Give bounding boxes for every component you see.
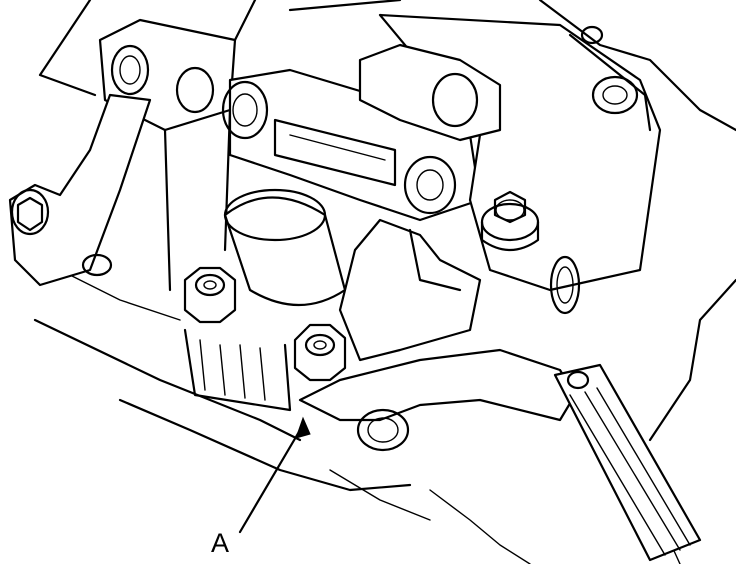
left-rocker-arm	[8, 93, 152, 287]
adjuster-screw-left	[183, 266, 292, 412]
feeler-gauge	[298, 348, 702, 562]
callout-label-a: A	[211, 528, 230, 558]
right-rocker-arm	[338, 218, 482, 362]
center-cam-bridge	[221, 68, 482, 222]
callout-leader-line	[238, 416, 311, 534]
valve-tappet	[223, 188, 347, 306]
right-cam-holder	[358, 13, 662, 315]
adjuster-screw-right	[293, 323, 347, 382]
